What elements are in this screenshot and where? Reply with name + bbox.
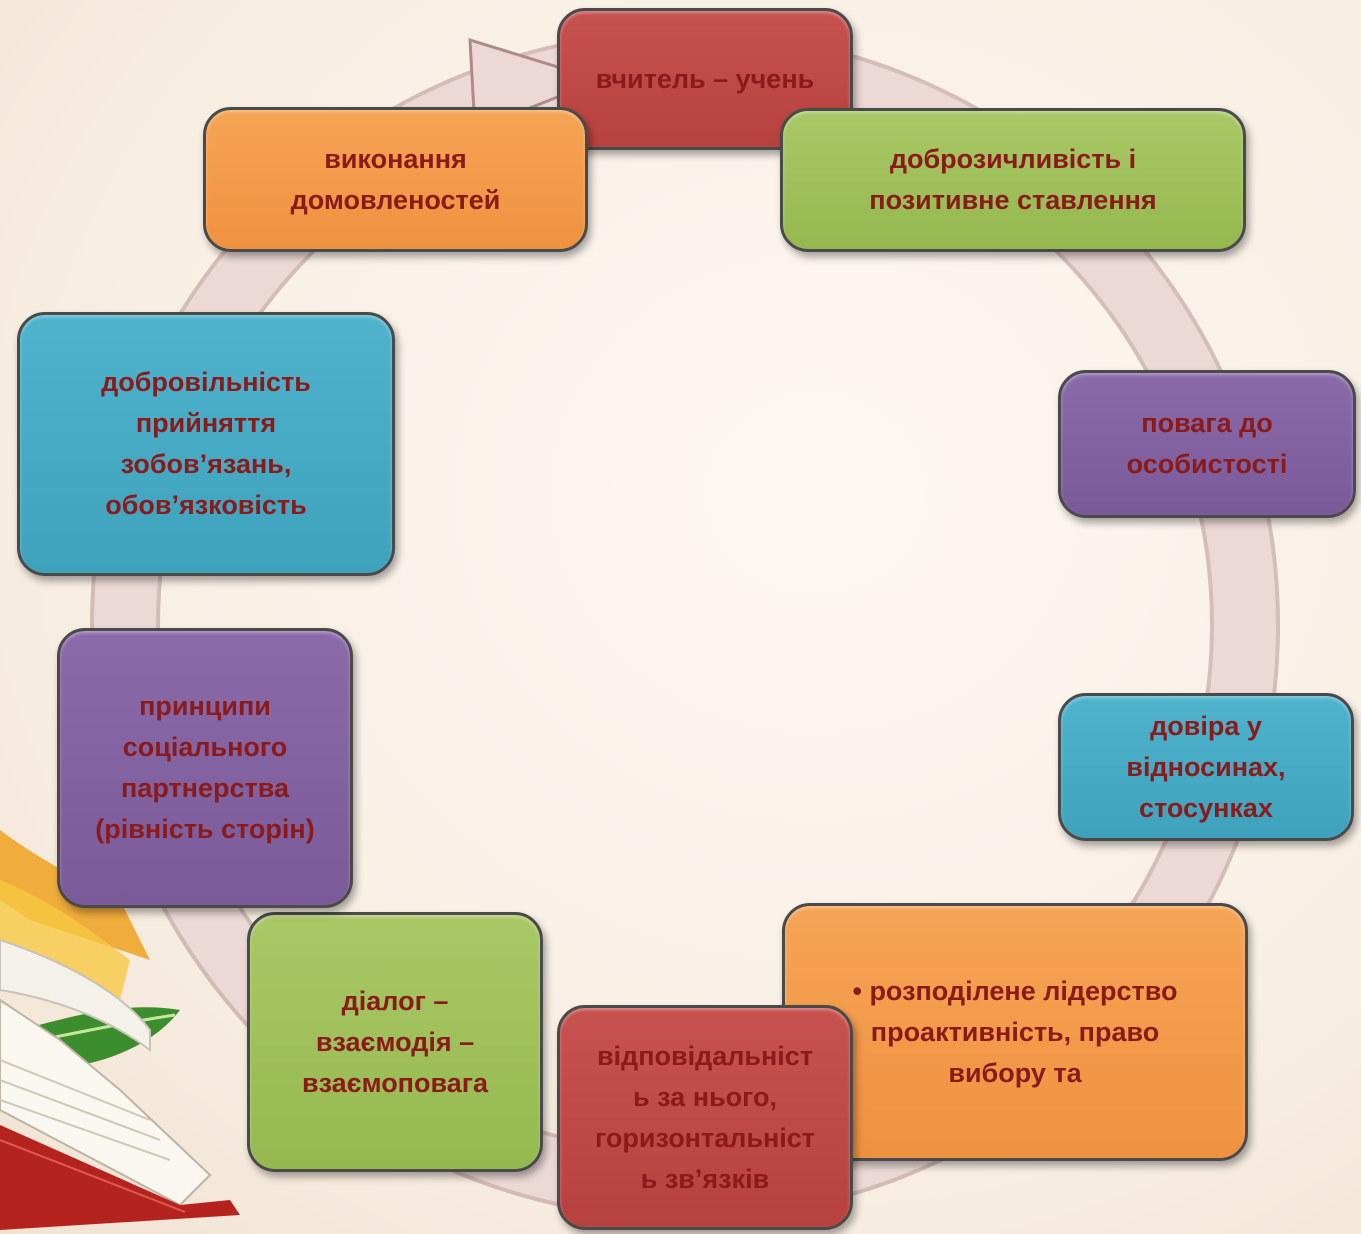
node-voluntariness-label: добровільність прийняття зобов’язань, об… (101, 367, 311, 520)
node-responsibility: відповідальніст ь за нього, горизонтальн… (557, 1005, 853, 1230)
node-dialogue: діалог – взаємодія – взаємоповага (247, 912, 543, 1172)
node-social-partnership-label: принципи соціального партнерства (рівніс… (95, 691, 315, 844)
node-responsibility-label: відповідальніст ь за нього, горизонтальн… (594, 1040, 816, 1194)
node-agreements-label: виконання домовленостей (290, 143, 501, 215)
node-respect-personality: повага до особистості (1058, 370, 1356, 518)
node-goodwill: доброзичливість і позитивне ставлення (780, 108, 1246, 252)
node-social-partnership: принципи соціального партнерства (рівніс… (57, 628, 353, 908)
book-decoration (0, 830, 240, 1230)
node-distributed-leadership: • розподілене лідерство проактивність, п… (782, 903, 1248, 1161)
node-teacher-student-label: вчитель – учень (595, 63, 815, 94)
node-agreements: виконання домовленостей (203, 107, 588, 252)
node-respect-personality-label: повага до особистості (1126, 408, 1288, 479)
node-dialogue-label: діалог – взаємодія – взаємоповага (301, 985, 489, 1098)
node-distributed-leadership-label: • розподілене лідерство проактивність, п… (852, 975, 1178, 1088)
node-voluntariness: добровільність прийняття зобов’язань, об… (17, 312, 395, 576)
node-trust: довіра у відносинах, стосунках (1058, 693, 1354, 841)
node-trust-label: довіра у відносинах, стосунках (1126, 710, 1286, 823)
node-goodwill-label: доброзичливість і позитивне ставлення (869, 144, 1157, 215)
